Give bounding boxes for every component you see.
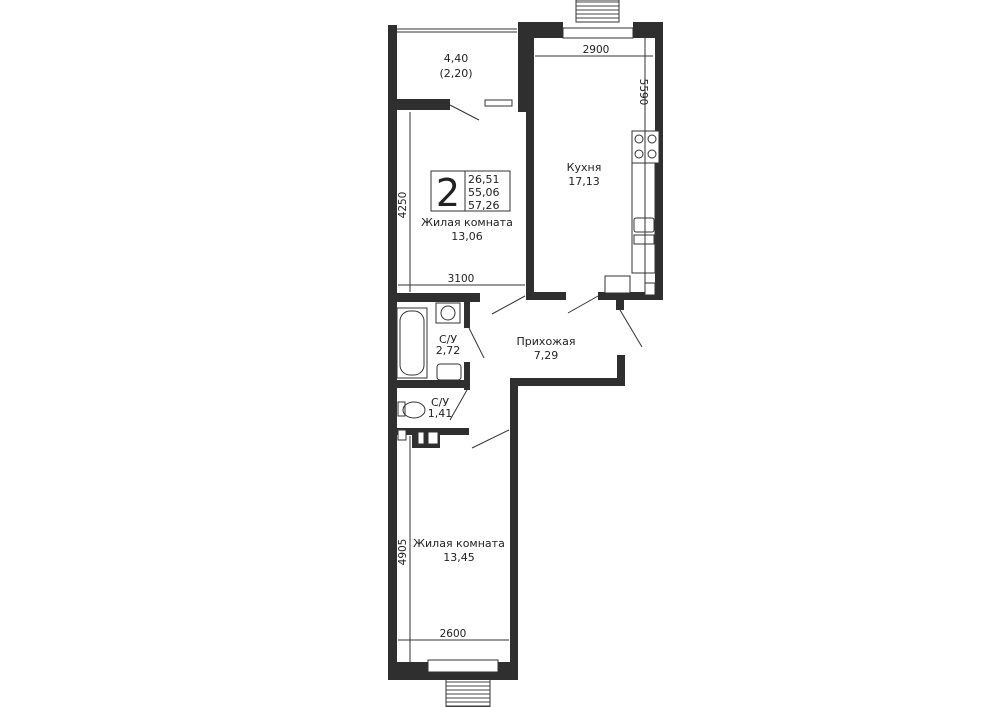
dim-living1-width: 3100: [448, 273, 475, 285]
apartment-info-box: 2 26,51 55,06 57,26: [430, 170, 511, 215]
total-area: 55,06: [468, 186, 500, 199]
toilet-name: С/У: [431, 396, 449, 409]
balcony-area: 4,40: [444, 52, 469, 65]
living2-name: Жилая комната: [413, 537, 505, 550]
door-swings: [449, 104, 643, 449]
dim-kitchen-width: 2900: [583, 44, 610, 56]
hallway-area: 7,29: [534, 349, 559, 362]
living2-window: [427, 659, 499, 673]
dim-living2-length: 4905: [397, 539, 409, 566]
living1-name: Жилая комната: [421, 216, 513, 229]
hallway-name: Прихожая: [517, 335, 576, 348]
dim-kitchen-length: 5590: [637, 79, 649, 106]
bathroom-area: 2,72: [436, 344, 461, 357]
dim-living1-length: 4250: [397, 192, 409, 219]
total-area-with-balcony: 57,26: [468, 199, 500, 212]
bottom-ventilation: [445, 676, 491, 707]
toilet-area: 1,41: [428, 407, 453, 420]
kitchen-sink: [633, 217, 655, 245]
bathtub: [396, 307, 428, 379]
living2-area: 13,45: [443, 551, 475, 564]
dim-living2-width: 2600: [440, 628, 467, 640]
walls: [388, 22, 663, 680]
living-area: 26,51: [468, 173, 500, 186]
kitchen-name: Кухня: [567, 161, 602, 174]
balcony-area-reduced: (2,20): [439, 67, 472, 80]
bathroom-sink: [436, 363, 462, 381]
rooms-count: 2: [436, 171, 460, 215]
kitchen-area: 17,13: [568, 175, 600, 188]
top-ventilation: [575, 0, 620, 23]
dimension-lines: [398, 38, 653, 662]
bathroom-name: С/У: [439, 333, 457, 346]
kitchen-window: [562, 27, 634, 39]
living1-area: 13,06: [451, 230, 483, 243]
toilet: [397, 401, 426, 419]
